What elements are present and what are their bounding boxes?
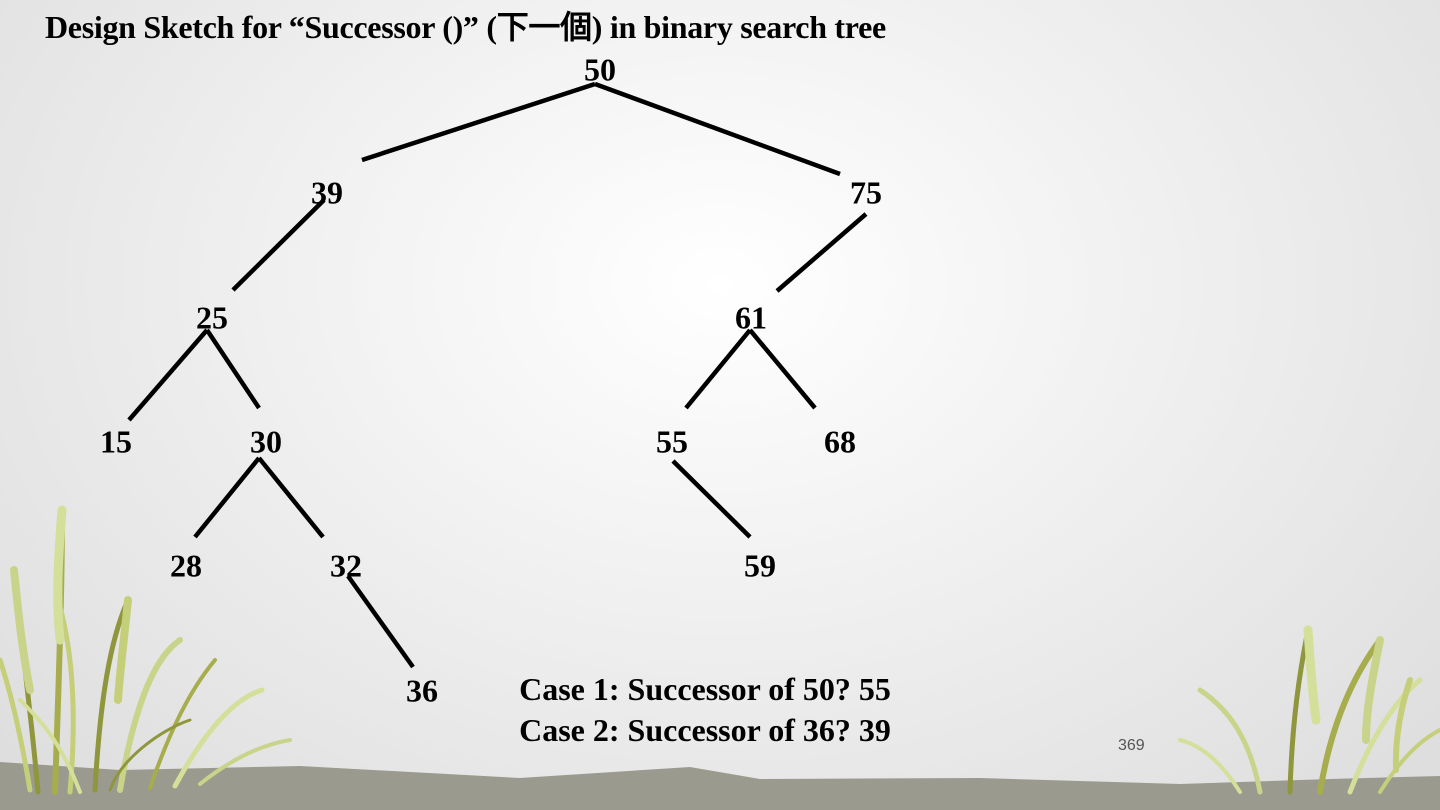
case-1-text: Case 1: Successor of 50? 55 xyxy=(519,671,891,708)
bst-node-75: 75 xyxy=(850,175,882,212)
bst-node-15: 15 xyxy=(100,424,132,461)
edge-30-28 xyxy=(195,458,259,537)
edge-25-15 xyxy=(129,330,207,420)
bst-node-36: 36 xyxy=(406,673,438,710)
bst-node-32: 32 xyxy=(330,548,362,585)
bst-node-30: 30 xyxy=(250,424,282,461)
slide-page-number: 369 xyxy=(1118,737,1145,755)
edge-55-59 xyxy=(673,461,750,537)
bst-node-25: 25 xyxy=(196,300,228,337)
edge-30-32 xyxy=(259,458,323,537)
edge-32-36 xyxy=(348,576,413,667)
edge-39-25 xyxy=(233,200,324,290)
edge-75-61 xyxy=(777,214,866,291)
bst-node-61: 61 xyxy=(735,300,767,337)
edge-50-75 xyxy=(595,84,840,174)
bst-node-50: 50 xyxy=(584,52,616,89)
bst-node-39: 39 xyxy=(311,175,343,212)
bst-node-28: 28 xyxy=(170,548,202,585)
case-2-text: Case 2: Successor of 36? 39 xyxy=(519,712,891,749)
bst-node-68: 68 xyxy=(824,424,856,461)
edge-50-39 xyxy=(362,84,595,160)
edge-25-30 xyxy=(207,330,259,408)
edge-61-68 xyxy=(750,330,815,408)
edge-61-55 xyxy=(686,330,750,408)
bst-node-59: 59 xyxy=(744,548,776,585)
bst-node-55: 55 xyxy=(656,424,688,461)
